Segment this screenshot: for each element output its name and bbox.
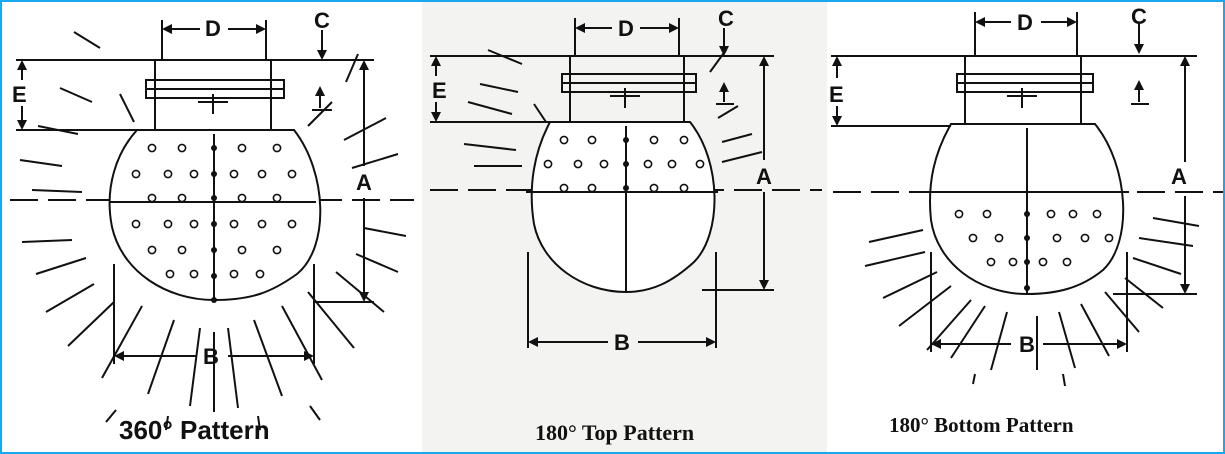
dimension-d-label: D — [205, 16, 221, 41]
dimension-d-label: D — [618, 16, 634, 41]
dimension-d-label: D — [1017, 10, 1033, 35]
dimension-b-label: B — [203, 344, 219, 369]
pattern-caption: 180° Bottom Pattern — [889, 413, 1074, 437]
pattern-caption: 360° Pattern — [119, 415, 270, 445]
pattern-panel-360: D C E A B 360° Pattern — [2, 2, 422, 452]
nozzle-diagram-180-top: D C E A B — [430, 6, 822, 355]
dimension-a-label: A — [756, 164, 772, 189]
nozzle-diagram-180-bottom: D C E A B — [829, 4, 1223, 387]
dimension-a-label: A — [356, 170, 372, 195]
dimension-c-label: C — [314, 8, 330, 33]
pattern-panel-180-top: D C E A B 180° Top Pattern — [422, 2, 827, 452]
dimension-e-label: E — [829, 82, 844, 107]
dimension-e-label: E — [432, 78, 447, 103]
dimension-c-label: C — [1131, 4, 1147, 29]
pattern-caption: 180° Top Pattern — [535, 420, 695, 445]
dimension-e-label: E — [12, 82, 27, 107]
dimension-b-label: B — [614, 330, 630, 355]
pattern-panel-180-bottom: D C E A B 180° Bottom Pattern — [827, 2, 1223, 452]
dimension-c-label: C — [718, 6, 734, 31]
dimension-b-label: B — [1019, 332, 1035, 357]
nozzle-diagram-360: D C E A B — [10, 8, 414, 431]
dimension-a-label: A — [1171, 164, 1187, 189]
